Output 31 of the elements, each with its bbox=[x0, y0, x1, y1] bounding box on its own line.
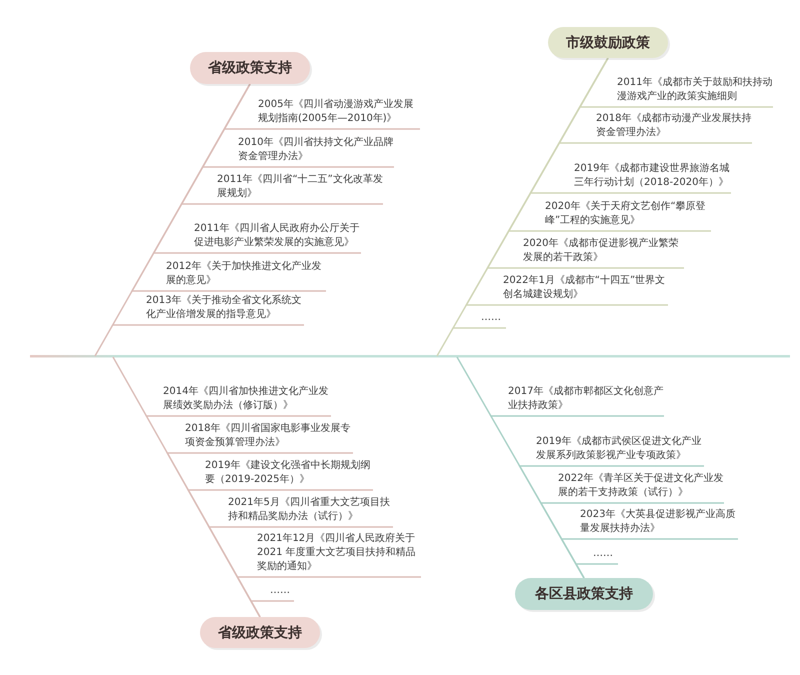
policy-text: 2022年1月《成都市“十四五”世界文创名城建设规划》 bbox=[503, 274, 668, 304]
policy-text: 2017年《成都市郫都区文化创意产业扶持政策》 bbox=[508, 385, 664, 415]
policy-text: 2011年《成都市关于鼓励和扶持动漫游戏产业的政策实施细则 bbox=[617, 76, 773, 106]
category-pill: 各区县政策支持 bbox=[515, 578, 653, 610]
category-pill: 省级政策支持 bbox=[200, 617, 320, 648]
branch-line bbox=[250, 600, 294, 618]
policy-text: 2022年《青羊区关于促进文化产业发展的若干支持政策（试行）》 bbox=[558, 472, 724, 502]
policy-text: 2005年《四川省动漫游戏产业发展规划指南(2005年—2010年)》 bbox=[258, 98, 420, 128]
policy-text: …… bbox=[270, 584, 294, 600]
policy-text: 2010年《四川省扶持文化产业品牌资金管理办法》 bbox=[238, 136, 394, 166]
branch-line bbox=[452, 58, 609, 329]
policy-text: 2013年《关于推动全省文化系统文化产业倍增发展的指导意见》 bbox=[146, 294, 304, 324]
category-pill: 省级政策支持 bbox=[190, 52, 310, 84]
policy-text: 2014年《四川省加快推进文化产业发展绩效奖励办法（修订版）》 bbox=[163, 385, 331, 415]
policy-text: 2021年12月《四川省人民政府关于 2021 年度重大文艺项目扶持和精品奖励的通知》 bbox=[257, 532, 421, 576]
policy-text: 2012年《关于加快推进文化产业发展的意见》 bbox=[166, 260, 326, 290]
policy-text: …… bbox=[593, 547, 618, 563]
policy-text: 2020年《成都市促进影视产业繁荣发展的若干政策》 bbox=[523, 237, 684, 267]
branch-line bbox=[574, 563, 618, 578]
policy-text: 2019年《成都市武侯区促进文化产业发展系列政策影视产业专项政策》 bbox=[536, 435, 704, 465]
policy-text: 2023年《大英县促进影视产业高质量发展扶持办法》 bbox=[580, 508, 738, 538]
policy-text: 2011年《四川省人民政府办公厅关于促进电影产业繁荣发展的实施意见》 bbox=[194, 222, 361, 252]
policy-text: 2018年《成都市动漫产业发展扶持资金管理办法》 bbox=[596, 112, 752, 142]
policy-text: …… bbox=[481, 311, 506, 327]
policy-text: 2018年《四川省国家电影事业发展专项资金预算管理办法》 bbox=[185, 422, 353, 452]
policy-text: 2020年《关于天府文艺创作“攀原登峰”工程的实施意见》 bbox=[545, 200, 711, 230]
category-pill: 市级鼓励政策 bbox=[548, 27, 668, 58]
policy-text: 2019年《建设文化强省中长期规划纲要（2019-2025年）》 bbox=[205, 459, 373, 489]
policy-text: 2011年《四川省“十二五”文化改革发展规划》 bbox=[217, 173, 383, 203]
policy-text: 2019年《成都市建设世界旅游名城三年行动计划（2018-2020年）》 bbox=[574, 162, 731, 192]
policy-text: 2021年5月《四川省重大文艺项目扶持和精品奖励办法（试行）》 bbox=[228, 496, 393, 526]
